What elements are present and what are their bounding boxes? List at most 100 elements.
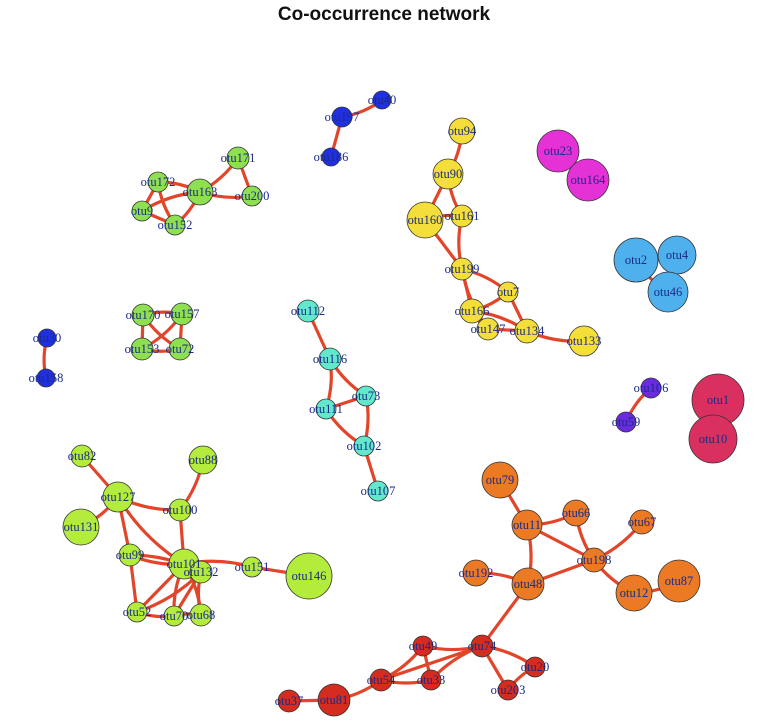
node-otu171[interactable] — [226, 146, 250, 170]
node-otu203[interactable] — [497, 679, 519, 701]
node-otu112[interactable] — [296, 299, 320, 323]
node-label-otu23: otu23 — [544, 144, 572, 158]
node-otu127[interactable] — [102, 481, 134, 513]
node-otu166[interactable] — [459, 298, 485, 324]
node-label-otu107: otu107 — [361, 484, 396, 498]
node-otu68[interactable] — [189, 603, 213, 627]
node-otu52[interactable] — [126, 601, 148, 623]
node-label-otu68: otu68 — [187, 608, 215, 622]
node-otu102[interactable] — [353, 435, 375, 457]
node-otu73[interactable] — [355, 385, 377, 407]
node-otu158[interactable] — [36, 368, 56, 388]
node-label-otu87: otu87 — [665, 574, 693, 588]
node-label-otu101: otu101 — [167, 557, 202, 571]
node-otu146[interactable] — [285, 552, 333, 600]
node-otu11[interactable] — [511, 509, 543, 541]
node-otu94[interactable] — [448, 117, 476, 145]
node-label-otu11: otu11 — [513, 518, 541, 532]
node-otu33[interactable] — [420, 669, 442, 691]
node-otu12[interactable] — [615, 574, 653, 612]
node-otu133[interactable] — [568, 325, 600, 357]
node-otu116[interactable] — [318, 347, 342, 371]
node-label-otu10: otu10 — [699, 432, 727, 446]
node-otu157[interactable] — [170, 302, 194, 326]
node-label-otu46: otu46 — [654, 285, 682, 299]
node-label-otu20: otu20 — [521, 660, 549, 674]
node-otu153[interactable] — [130, 337, 154, 361]
node-otu164[interactable] — [566, 158, 610, 202]
node-otu7[interactable] — [497, 281, 519, 303]
node-otu82[interactable] — [70, 444, 94, 468]
node-label-otu197: otu197 — [325, 110, 360, 124]
node-otu59[interactable] — [615, 411, 637, 433]
node-otu23[interactable] — [536, 129, 580, 173]
node-otu70[interactable] — [163, 605, 185, 627]
node-otu20[interactable] — [524, 656, 546, 678]
node-label-otu66: otu66 — [562, 506, 590, 520]
node-otu90[interactable] — [432, 158, 464, 190]
node-otu107[interactable] — [367, 480, 389, 502]
node-otu152[interactable] — [164, 214, 186, 236]
node-otu161[interactable] — [450, 204, 474, 228]
node-otu40[interactable] — [372, 90, 392, 110]
node-otu106[interactable] — [640, 377, 662, 399]
node-label-otu199: otu199 — [445, 262, 480, 276]
node-otu111[interactable] — [315, 398, 337, 420]
node-otu99[interactable] — [118, 543, 142, 567]
node-label-otu4: otu4 — [666, 248, 689, 262]
node-otu30[interactable] — [37, 328, 57, 348]
node-otu199[interactable] — [450, 257, 474, 281]
node-otu197[interactable] — [331, 106, 353, 128]
node-otu66[interactable] — [562, 499, 590, 527]
node-otu198[interactable] — [581, 547, 607, 573]
node-otu147[interactable] — [476, 317, 500, 341]
node-otu67[interactable] — [629, 509, 655, 535]
node-label-otu111: otu111 — [309, 402, 343, 416]
node-otu37[interactable] — [277, 689, 301, 713]
node-otu172[interactable] — [147, 171, 169, 193]
node-otu46[interactable] — [647, 271, 689, 313]
node-label-otu99: otu99 — [116, 548, 144, 562]
chart-title: Co-occurrence network — [277, 4, 491, 25]
node-label-otu170: otu170 — [126, 308, 161, 322]
node-label-otu112: otu112 — [291, 304, 325, 318]
node-otu72[interactable] — [168, 337, 192, 361]
node-otu10[interactable] — [688, 414, 738, 464]
node-otu49[interactable] — [412, 635, 434, 657]
node-otu151[interactable] — [241, 556, 263, 578]
node-label-otu40: otu40 — [368, 93, 396, 107]
node-otu81[interactable] — [317, 683, 351, 717]
node-otu192[interactable] — [462, 559, 490, 587]
node-label-otu49: otu49 — [409, 639, 437, 653]
node-label-otu192: otu192 — [459, 566, 494, 580]
node-otu200[interactable] — [241, 185, 263, 207]
node-label-otu134: otu134 — [510, 324, 545, 338]
node-label-otu100: otu100 — [163, 503, 198, 517]
node-otu88[interactable] — [188, 445, 218, 475]
node-otu48[interactable] — [511, 567, 545, 601]
node-label-otu102: otu102 — [347, 439, 382, 453]
node-otu131[interactable] — [62, 508, 100, 546]
node-otu163[interactable] — [186, 178, 214, 206]
node-label-otu54: otu54 — [367, 673, 396, 687]
node-otu134[interactable] — [514, 318, 540, 344]
node-otu54[interactable] — [369, 668, 393, 692]
node-otu2[interactable] — [613, 237, 659, 283]
node-label-otu160: otu160 — [408, 213, 443, 227]
node-label-otu90: otu90 — [434, 167, 462, 181]
node-otu170[interactable] — [131, 303, 155, 327]
node-otu186[interactable] — [321, 147, 341, 167]
node-otu87[interactable] — [657, 559, 701, 603]
node-label-otu116: otu116 — [313, 352, 347, 366]
node-label-otu158: otu158 — [29, 371, 64, 385]
node-otu160[interactable] — [406, 201, 444, 239]
node-otu79[interactable] — [481, 461, 519, 499]
node-label-otu166: otu166 — [455, 304, 490, 318]
node-otu74[interactable] — [470, 634, 494, 658]
node-label-otu161: otu161 — [445, 209, 480, 223]
node-otu9[interactable] — [131, 200, 153, 222]
node-label-otu133: otu133 — [567, 334, 602, 348]
node-otu100[interactable] — [168, 498, 192, 522]
node-otu132[interactable] — [189, 560, 213, 584]
